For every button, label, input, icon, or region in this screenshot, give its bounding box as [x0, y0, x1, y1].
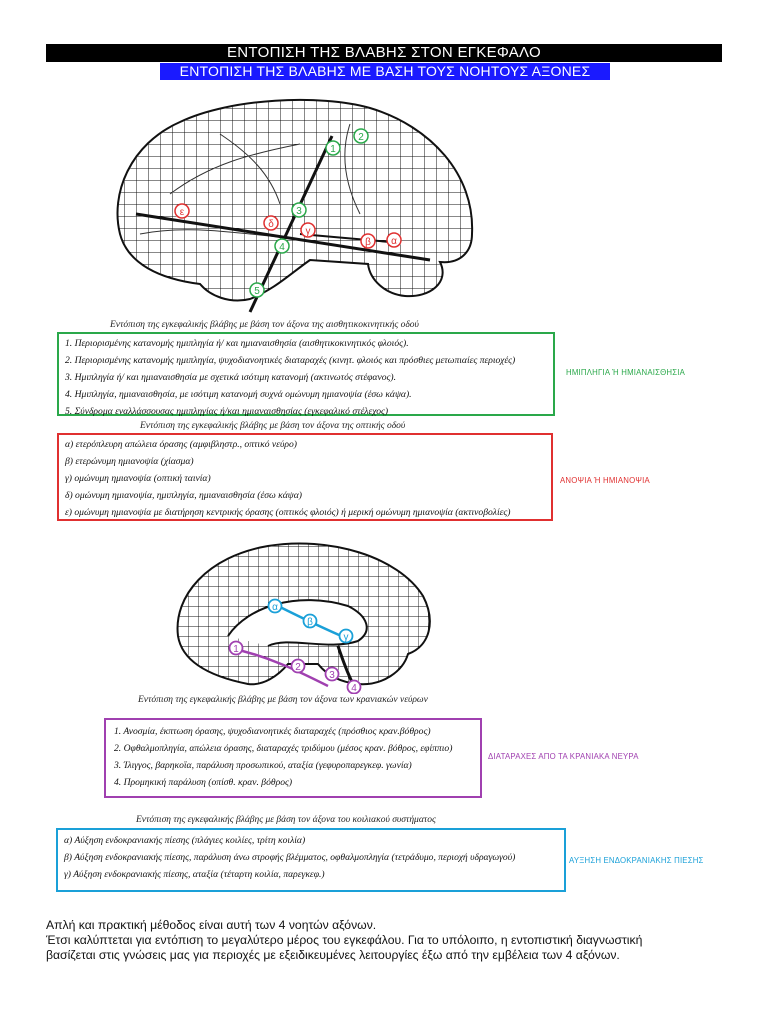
- footer-line: Απλή και πρακτική μέθοδος είναι αυτή των…: [46, 918, 377, 932]
- brain-outline: [116, 98, 474, 302]
- list-item: β) ετερώνυμη ημιανοψία (χίασμα): [65, 456, 194, 467]
- svg-text:β: β: [307, 617, 313, 628]
- list-item: 2. Περιορισμένης κατανομής ημιπληγία, ψυ…: [65, 355, 516, 366]
- svg-text:γ: γ: [306, 226, 311, 237]
- svg-text:5: 5: [254, 286, 260, 297]
- page-subtitle: ΕΝΤΟΠΙΣΗ ΤΗΣ ΒΛΑΒΗΣ ΜΕ ΒΑΣΗ ΤΟΥΣ ΝΟΗΤΟΥΣ…: [160, 63, 610, 80]
- green-marker-5: 5: [249, 282, 265, 298]
- svg-text:ε: ε: [180, 207, 185, 218]
- svg-text:1: 1: [330, 144, 336, 155]
- list-item: δ) ομώνυμη ημιανοψία, ημιπληγία, ημιαναι…: [65, 490, 303, 501]
- box-cranial: 1. Ανοσμία, έκπτωση όρασης, ψυχοδιανοητι…: [104, 718, 482, 798]
- green-marker-4: 4: [274, 238, 290, 254]
- purple-marker-1: 1: [228, 640, 244, 656]
- side-label-cranial: ΔΙΑΤΑΡΑΧΕΣ ΑΠΟ ΤΑ ΚΡΑΝΙΑΚΑ ΝΕΥΡΑ: [488, 752, 639, 761]
- blue-marker-gamma: γ: [338, 628, 354, 644]
- blue-marker-alpha: α: [267, 598, 283, 614]
- section-caption-cranial: Εντόπιση της εγκεφαλικής βλάβης με βάση …: [138, 695, 428, 705]
- svg-text:4: 4: [351, 683, 357, 694]
- svg-text:2: 2: [295, 662, 301, 673]
- box-sensorimotor: 1. Περιορισμένης κατανομής ημιπληγία ή/ …: [57, 332, 555, 417]
- purple-marker-3: 3: [324, 666, 340, 682]
- red-marker-beta: β: [360, 233, 376, 249]
- red-marker-epsilon: ε: [174, 203, 190, 219]
- list-item: 3. Ημιπληγία ή/ και ημιαναισθησία με σχε…: [65, 372, 396, 383]
- svg-text:2: 2: [358, 132, 364, 143]
- svg-text:β: β: [365, 237, 371, 248]
- section-caption-sensorimotor: Εντόπιση της εγκεφαλικής βλάβης με βάση …: [110, 320, 419, 330]
- list-item: 2. Οφθαλμοπληγία, απώλεια όρασης, διαταρ…: [114, 743, 453, 754]
- red-marker-alpha: α: [386, 232, 402, 248]
- footer-text: Απλή και πρακτική μέθοδος είναι αυτή των…: [46, 918, 642, 963]
- list-item: γ) Αύξηση ενδοκρανιακής πίεσης, αταξία (…: [64, 869, 325, 880]
- list-item: γ) ομώνυμη ημιανοψία (οπτική ταινία): [65, 473, 211, 484]
- blue-marker-beta: β: [302, 613, 318, 629]
- red-marker-gamma: γ: [300, 222, 316, 238]
- brain-medial-diagram: α β γ 1 2 3 4: [176, 542, 431, 694]
- purple-marker-2: 2: [290, 658, 306, 674]
- list-item: 1. Περιορισμένης κατανομής ημιπληγία ή/ …: [65, 338, 409, 349]
- list-item: 3. Ίλιγγος, βαρηκοΐα, παράλυση προσωπικο…: [114, 760, 412, 771]
- page-title: ΕΝΤΟΠΙΣΗ ΤΗΣ ΒΛΑΒΗΣ ΣΤΟΝ ΕΓΚΕΦΑΛΟ: [46, 44, 722, 62]
- box-ventricular: α) Αύξηση ενδοκρανιακής πίεσης (πλάγιες …: [56, 828, 566, 892]
- svg-text:γ: γ: [344, 632, 349, 643]
- svg-text:1: 1: [233, 644, 239, 655]
- green-marker-1: 1: [325, 140, 341, 156]
- side-label-sensorimotor: ΗΜΙΠΛΗΓΙΑ Ή ΗΜΙΑΝΑΙΣΘΗΣΙΑ: [566, 368, 686, 377]
- red-marker-delta: δ: [263, 215, 279, 231]
- side-label-visual: ΑΝΟΨΙΑ Ή ΗΜΙΑΝΟΨΙΑ: [560, 476, 650, 485]
- list-item: 4. Προμηκική παράλυση (οπίσθ. κραν. βόθρ…: [114, 777, 293, 788]
- side-label-ventricular: ΑΥΞΗΣΗ ΕΝΔΟΚΡΑΝΙΑΚΗΣ ΠΙΕΣΗΣ: [569, 856, 704, 865]
- list-item: 1. Ανοσμία, έκπτωση όρασης, ψυχοδιανοητι…: [114, 726, 431, 737]
- svg-text:α: α: [391, 236, 397, 247]
- brain-outline: [176, 542, 431, 686]
- svg-text:3: 3: [329, 670, 335, 681]
- footer-line: βασίζεται στις γνώσεις μας για περιοχές …: [46, 948, 620, 962]
- svg-text:3: 3: [296, 206, 302, 217]
- purple-marker-4: 4: [346, 679, 362, 694]
- section-caption-ventricular: Εντόπιση της εγκεφαλικής βλάβης με βάση …: [136, 815, 436, 825]
- list-item: α) ετερόπλευρη απώλεια όρασης (αμφιβληστ…: [65, 439, 297, 450]
- svg-text:4: 4: [279, 242, 285, 253]
- list-item: ε) ομώνυμη ημιανοψία με διατήρηση κεντρι…: [65, 507, 511, 518]
- footer-line: Έτσι καλύπτεται για εντόπιση το μεγαλύτε…: [46, 933, 643, 947]
- list-item: 5. Σύνδρομα εναλλάσσουσας ημιπληγίας ή/κ…: [65, 406, 389, 417]
- svg-text:α: α: [272, 602, 278, 613]
- list-item: α) Αύξηση ενδοκρανιακής πίεσης (πλάγιες …: [64, 835, 306, 846]
- list-item: β) Αύξηση ενδοκρανιακής πίεσης, παράλυση…: [64, 852, 516, 863]
- box-visual: α) ετερόπλευρη απώλεια όρασης (αμφιβληστ…: [57, 433, 553, 521]
- brain-lateral-diagram: 1 2 3 4 5 α β γ δ ε: [116, 98, 474, 313]
- section-caption-visual: Εντόπιση της εγκεφαλικής βλάβης με βάση …: [140, 421, 406, 431]
- list-item: 4. Ημιπληγία, ημιαναισθησία, με ισότιμη …: [65, 389, 412, 400]
- green-marker-2: 2: [353, 128, 369, 144]
- green-marker-3: 3: [291, 202, 307, 218]
- svg-text:δ: δ: [268, 219, 274, 230]
